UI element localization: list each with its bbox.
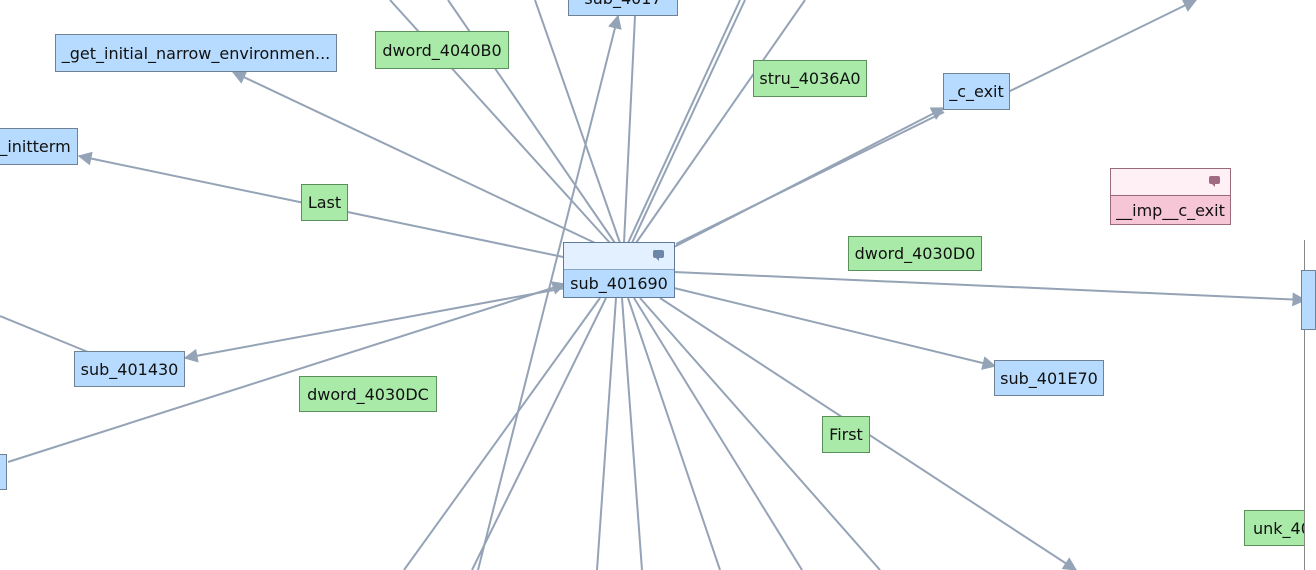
node-dword-4030D0[interactable]: dword_4030D0 — [848, 236, 982, 271]
node-stru-4036A0[interactable]: stru_4036A0 — [753, 60, 867, 97]
node-label: sub_401430 — [80, 359, 179, 379]
node-imp-c-exit[interactable]: __imp__c_exit — [1110, 168, 1231, 225]
node-label: __imp__c_exit — [1116, 200, 1225, 220]
edge-c-exit-parallel — [675, 111, 945, 245]
edge-up-7 — [635, 0, 806, 244]
node-last[interactable]: Last — [301, 184, 348, 221]
edge-down-7 — [639, 297, 881, 570]
node-label: sub_4017 — [584, 0, 661, 8]
node-label: dword_4030D0 — [854, 244, 976, 263]
node-get-initial-narrow-environment[interactable]: _get_initial_narrow_environmen... — [55, 34, 337, 72]
node-first[interactable]: First — [822, 416, 870, 453]
edge-down-2 — [471, 297, 607, 570]
comment-icon — [653, 250, 664, 261]
edge-up-3 — [534, 0, 621, 244]
node-label: dword_4030DC — [307, 384, 429, 404]
edge-to-sub-401E70 — [673, 287, 997, 370]
edge-down-4 — [621, 297, 643, 570]
node-label: _get_initial_narrow_environmen... — [61, 43, 331, 63]
node-c-exit[interactable]: _c_exit — [943, 73, 1010, 110]
edge-down-3 — [596, 297, 617, 570]
node-sub-401690-focus[interactable]: sub_401690 — [563, 242, 675, 298]
edge-to-right-edge — [673, 271, 1307, 307]
edge-up-6 — [631, 0, 746, 244]
node-label: First — [829, 425, 863, 444]
node-label: _initterm — [0, 137, 71, 156]
edge-down-6 — [633, 297, 803, 570]
node-dword-4030DC[interactable]: dword_4030DC — [299, 376, 437, 412]
node-dword-4040B0[interactable]: dword_4040B0 — [375, 31, 509, 69]
node-label: stru_4036A0 — [759, 69, 861, 88]
node-label: sub_401690 — [570, 273, 668, 293]
edge-from-left-bottom — [7, 281, 567, 463]
node-offscreen-left[interactable] — [0, 454, 7, 490]
node-sub-401E70[interactable]: sub_401E70 — [994, 360, 1104, 396]
node-label: Last — [307, 193, 342, 212]
edge-to-get-initial-narrow-env — [231, 71, 611, 251]
edge-down-5 — [627, 297, 721, 570]
edge-to-sub-401430 — [183, 287, 566, 363]
node-label: unk_40 — [1253, 518, 1311, 538]
edge-c-exit-to-top-right — [1007, 0, 1198, 93]
node-header — [1111, 169, 1230, 196]
node-sub-4017-partial[interactable]: sub_4017 — [568, 0, 678, 16]
edge-up-5 — [627, 0, 741, 244]
edge-down-1 — [403, 297, 601, 570]
node-right-edge-partial[interactable] — [1301, 270, 1316, 330]
node-sub-401430[interactable]: sub_401430 — [74, 351, 185, 387]
node-label: _c_exit — [949, 82, 1004, 101]
edge-to-sub-4017-top — [477, 14, 622, 570]
edge-up-4 — [623, 15, 636, 244]
comment-icon — [1209, 176, 1220, 187]
node-label: sub_401E70 — [1000, 368, 1098, 388]
node-label: dword_4040B0 — [382, 40, 502, 60]
node-initterm[interactable]: _initterm — [0, 128, 78, 165]
edge-from-left-edge — [0, 315, 89, 353]
node-header — [564, 243, 674, 270]
